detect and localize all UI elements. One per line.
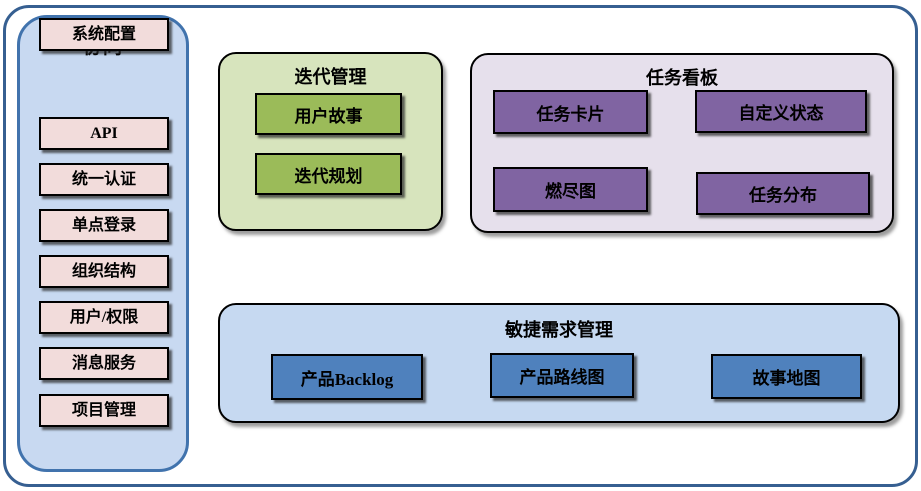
sidebar-item-org-structure: 组织结构 <box>39 255 169 288</box>
box-burndown-chart: 燃尽图 <box>493 167 648 212</box>
panel-agile-requirements: 敏捷需求管理 产品Backlog 产品路线图 故事地图 <box>218 303 900 423</box>
sidebar-item-unified-auth: 统一认证 <box>39 163 169 196</box>
sidebar-item-user-permission: 用户/权限 <box>39 301 169 334</box>
box-custom-status: 自定义状态 <box>695 90 867 133</box>
sidebar-item-message-service: 消息服务 <box>39 347 169 380</box>
box-product-backlog: 产品Backlog <box>271 354 423 400</box>
iteration-management-title: 迭代管理 <box>294 67 367 87</box>
box-iteration-planning: 迭代规划 <box>255 153 402 195</box>
agile-requirements-title: 敏捷需求管理 <box>505 320 613 340</box>
sidebar-item-sso: 单点登录 <box>39 209 169 242</box>
box-task-card: 任务卡片 <box>493 90 648 134</box>
task-kanban-title: 任务看板 <box>646 68 718 88</box>
box-user-story: 用户故事 <box>255 93 402 135</box>
diagram-frame: 协同 API 统一认证 单点登录 组织结构 用户/权限 消息服务 项目管理 系统… <box>3 5 918 487</box>
box-story-map: 故事地图 <box>711 354 862 399</box>
panel-collaboration: 协同 API 统一认证 单点登录 组织结构 用户/权限 消息服务 项目管理 系统… <box>17 15 189 472</box>
sidebar-item-system-config: 系统配置 <box>39 18 169 51</box>
panel-iteration-management: 迭代管理 用户故事 迭代规划 <box>218 52 443 231</box>
sidebar-item-api: API <box>39 117 169 150</box>
panel-task-kanban: 任务看板 任务卡片 自定义状态 燃尽图 任务分布 <box>470 53 894 233</box>
box-product-roadmap: 产品路线图 <box>490 353 634 398</box>
box-task-distribution: 任务分布 <box>696 172 870 215</box>
sidebar-item-project-mgmt: 项目管理 <box>39 394 169 427</box>
